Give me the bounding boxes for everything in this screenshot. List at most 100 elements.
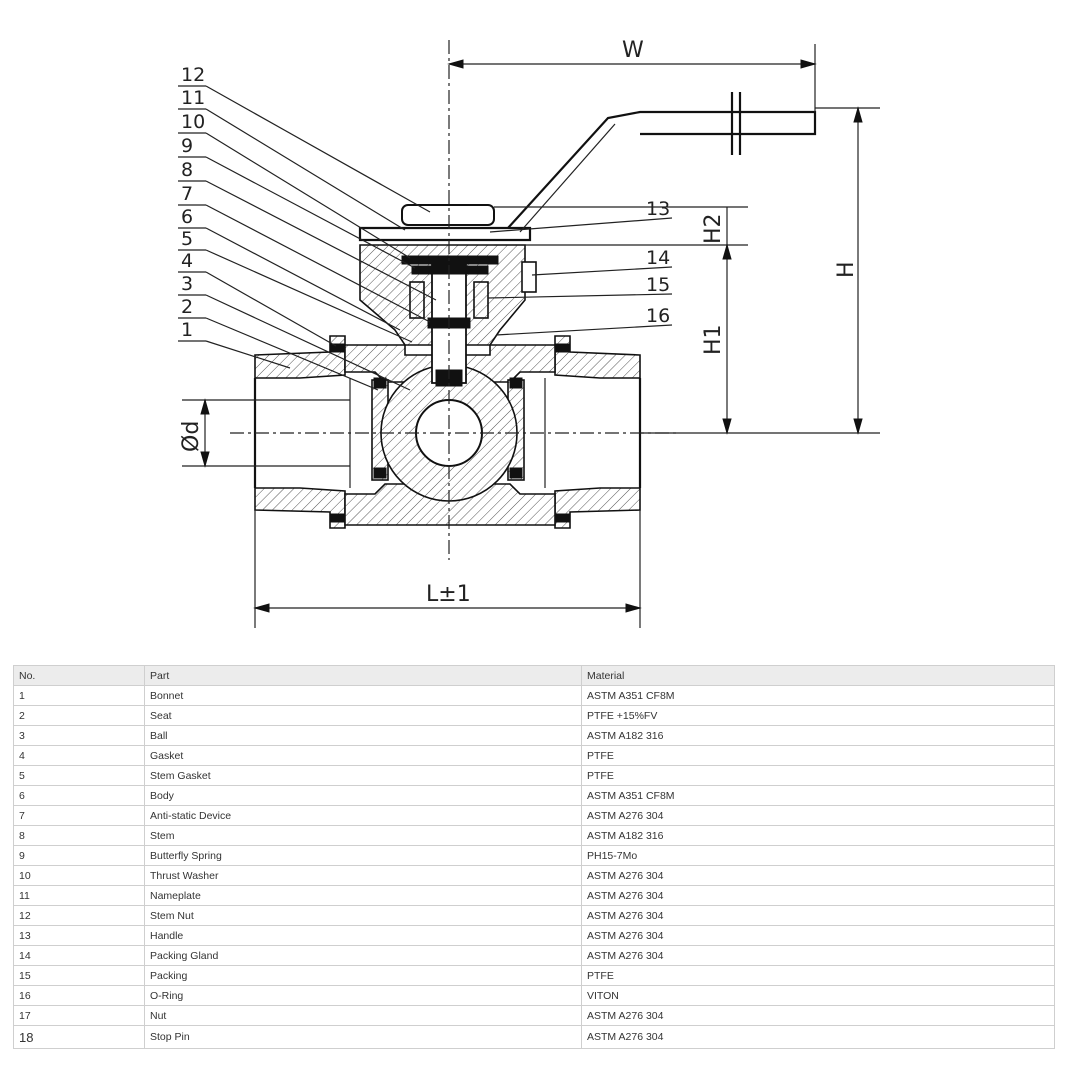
- callout-2: 2: [181, 296, 193, 318]
- cell-material: ASTM A276 304: [581, 805, 1055, 826]
- dim-l-label: L±1: [426, 582, 471, 607]
- cell-part: Stem Nut: [144, 905, 582, 926]
- cell-no: 2: [13, 705, 145, 726]
- cell-no: 12: [13, 905, 145, 926]
- cell-part: O-Ring: [144, 985, 582, 1006]
- cell-material: ASTM A351 CF8M: [581, 685, 1055, 706]
- dim-d-label: Ød: [179, 421, 204, 452]
- cell-no: 13: [13, 925, 145, 946]
- cell-no: 15: [13, 965, 145, 986]
- callout-1: 1: [181, 319, 193, 341]
- cell-material: PTFE +15%FV: [581, 705, 1055, 726]
- cell-no: 1: [13, 685, 145, 706]
- callout-14: 14: [646, 247, 670, 269]
- cell-no: 18: [13, 1025, 145, 1049]
- left-callouts: 12 11 10 9 8 7 6 5 4 3 2 1: [178, 64, 437, 391]
- cell-material: ASTM A182 316: [581, 725, 1055, 746]
- callout-11: 11: [181, 87, 205, 109]
- cell-part: Thrust Washer: [144, 865, 582, 886]
- valve-section-drawing: W H H2 H1 L±1 Ød 12: [178, 38, 880, 628]
- cell-material: ASTM A276 304: [581, 1005, 1055, 1026]
- cell-part: Seat: [144, 705, 582, 726]
- cell-material: ASTM A276 304: [581, 885, 1055, 906]
- cell-no: 17: [13, 1005, 145, 1026]
- cell-material: ASTM A276 304: [581, 945, 1055, 966]
- cell-part: Butterfly Spring: [144, 845, 582, 866]
- cell-material: ASTM A276 304: [581, 925, 1055, 946]
- cell-part: Body: [144, 785, 582, 806]
- cell-part: Packing: [144, 965, 582, 986]
- callout-5: 5: [181, 228, 193, 250]
- right-callouts: 13 14 15 16: [487, 198, 673, 336]
- cell-part: Bonnet: [144, 685, 582, 706]
- cell-material: ASTM A351 CF8M: [581, 785, 1055, 806]
- cell-part: Stop Pin: [144, 1025, 582, 1049]
- cell-material: ASTM A276 304: [581, 865, 1055, 886]
- column-header-no: No.: [13, 665, 145, 686]
- cell-no: 3: [13, 725, 145, 746]
- cell-no: 5: [13, 765, 145, 786]
- cell-no: 10: [13, 865, 145, 886]
- callout-16: 16: [646, 305, 670, 327]
- callout-15: 15: [646, 274, 670, 296]
- callout-9: 9: [181, 135, 193, 157]
- cell-material: PTFE: [581, 765, 1055, 786]
- cell-material: VITON: [581, 985, 1055, 1006]
- cell-part: Handle: [144, 925, 582, 946]
- valve-body: [230, 40, 817, 560]
- column-header-part: Part: [144, 665, 582, 686]
- callout-8: 8: [181, 159, 193, 181]
- cell-material: ASTM A182 316: [581, 825, 1055, 846]
- dim-h-label: H: [834, 261, 859, 278]
- cell-no: 7: [13, 805, 145, 826]
- cell-part: Nameplate: [144, 885, 582, 906]
- column-header-material: Material: [581, 665, 1055, 686]
- cell-no: 9: [13, 845, 145, 866]
- table-header-row: No. Part Material: [13, 665, 1055, 686]
- callout-4: 4: [181, 250, 193, 272]
- callout-10: 10: [181, 111, 205, 133]
- cell-part: Anti-static Device: [144, 805, 582, 826]
- cell-no: 8: [13, 825, 145, 846]
- cell-no: 6: [13, 785, 145, 806]
- cell-material: PTFE: [581, 745, 1055, 766]
- callout-7: 7: [181, 183, 193, 205]
- dim-h2-label: H2: [701, 213, 726, 244]
- cell-no: 11: [13, 885, 145, 906]
- cell-material: PTFE: [581, 965, 1055, 986]
- cell-part: Ball: [144, 725, 582, 746]
- cell-no: 14: [13, 945, 145, 966]
- dimension-lines: W H H2 H1 L±1 Ød: [179, 38, 880, 628]
- cell-material: PH15-7Mo: [581, 845, 1055, 866]
- cell-part: Stem Gasket: [144, 765, 582, 786]
- callout-13: 13: [646, 198, 670, 220]
- callout-6: 6: [181, 206, 193, 228]
- cell-part: Nut: [144, 1005, 582, 1026]
- cell-part: Packing Gland: [144, 945, 582, 966]
- cell-material: ASTM A276 304: [581, 905, 1055, 926]
- dim-h1-label: H1: [701, 324, 726, 355]
- dim-w-label: W: [622, 38, 644, 63]
- callout-3: 3: [181, 273, 193, 295]
- cell-no: 4: [13, 745, 145, 766]
- cell-part: Gasket: [144, 745, 582, 766]
- cell-no: 16: [13, 985, 145, 1006]
- cell-part: Stem: [144, 825, 582, 846]
